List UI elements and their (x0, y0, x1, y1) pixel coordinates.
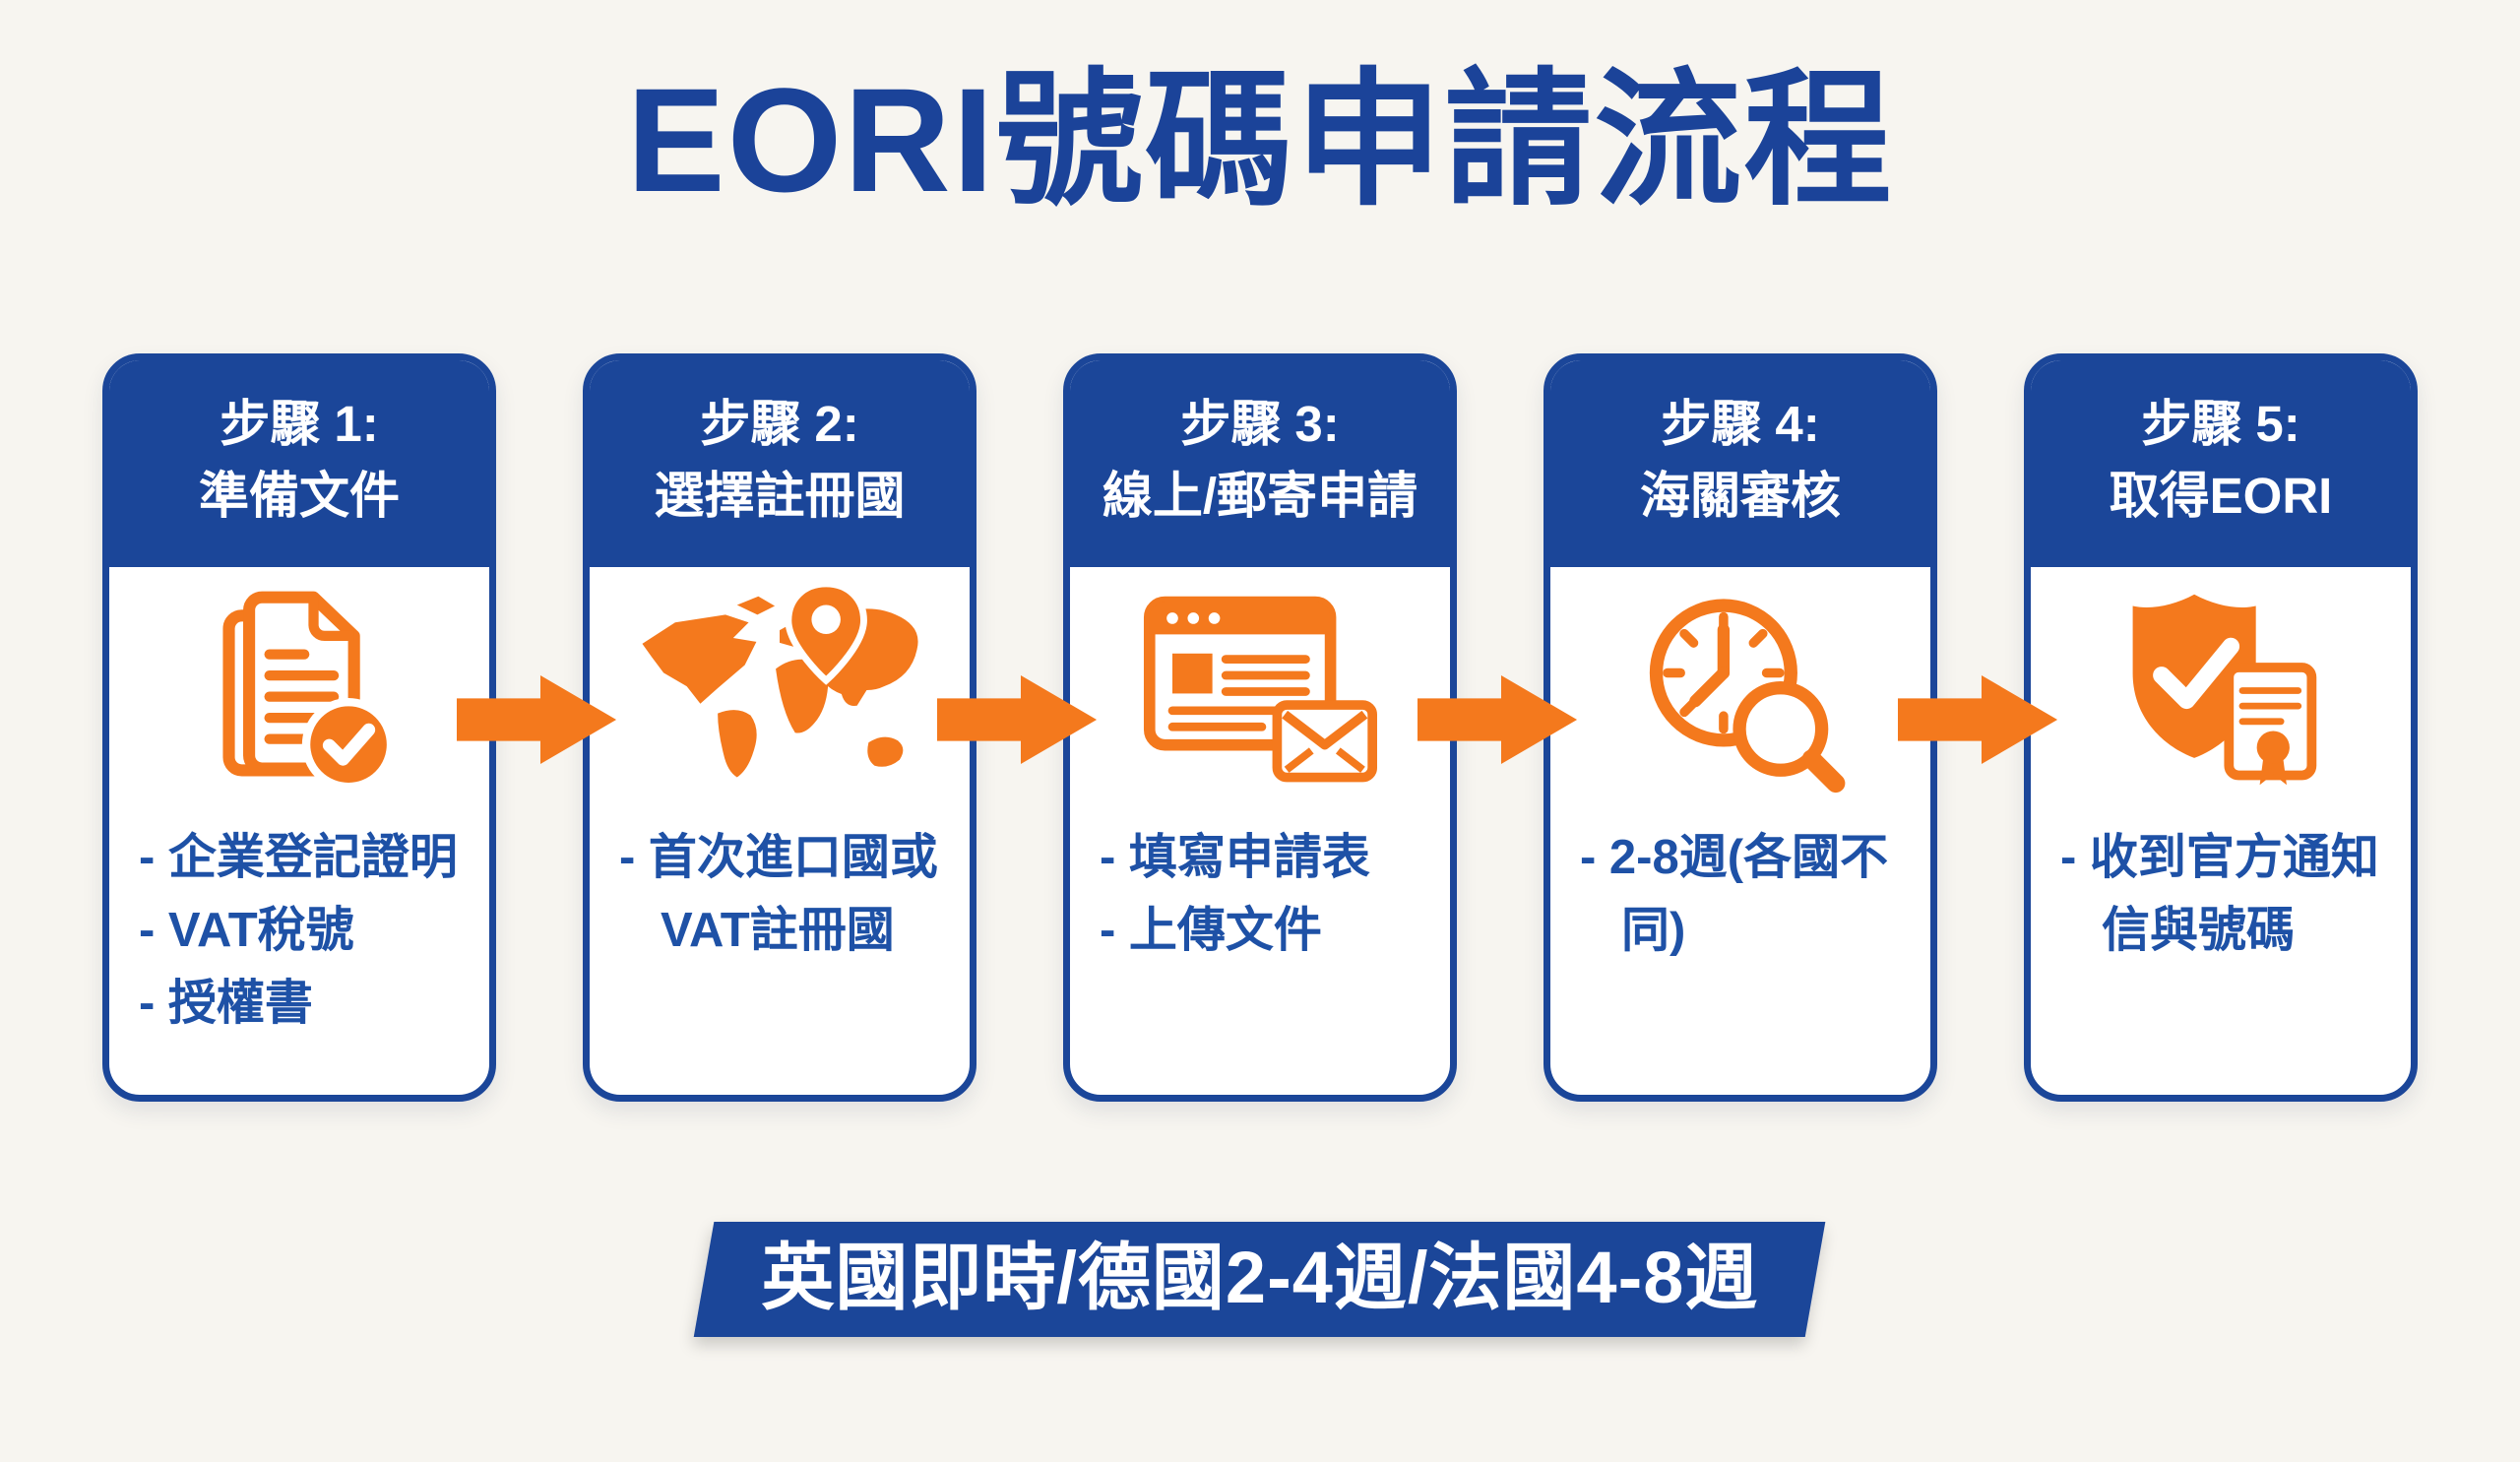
step-detail: - 上傳文件 (1100, 903, 1322, 957)
step-3-title: 線上/郵寄申請 (1102, 467, 1418, 524)
step-card-2: 步驟 2: 選擇註冊國 (583, 352, 976, 1102)
step-detail: VAT註冊國 (661, 903, 895, 957)
step-2-label: 步驟 2: (700, 396, 859, 453)
arrow-right-icon (1898, 670, 2063, 769)
world-map-pin-icon (590, 567, 970, 815)
step-5-title: 取得EORI (2109, 467, 2333, 524)
step-2-header: 步驟 2: 選擇註冊國 (590, 359, 970, 567)
step-5-details: - 收到官方通知 信與號碼 (2031, 821, 2411, 968)
step-card-5: 步驟 5: 取得EORI - 收到官方通知 信與號碼 (2024, 352, 2418, 1102)
arrow-right-icon (937, 670, 1102, 769)
documents-check-icon (109, 567, 489, 815)
step-detail: - VAT稅號 (139, 903, 354, 957)
step-3-label: 步驟 3: (1180, 396, 1340, 453)
step-3-header: 步驟 3: 線上/郵寄申請 (1070, 359, 1450, 567)
arrow-right-icon (457, 670, 622, 769)
step-4-details: - 2-8週(各國不 同) (1550, 821, 1930, 968)
step-detail: 同) (1621, 903, 1686, 957)
step-3-details: - 填寫申請表 - 上傳文件 (1070, 821, 1450, 968)
timeline-banner: 英國即時/德國2-4週/法國4-8週 (694, 1221, 1826, 1337)
step-1-label: 步驟 1: (220, 396, 379, 453)
step-4-header: 步驟 4: 海關審核 (1550, 359, 1930, 567)
step-5-label: 步驟 5: (2141, 396, 2300, 453)
step-detail: - 授權書 (139, 977, 313, 1031)
step-4-title: 海關審核 (1639, 467, 1841, 524)
step-5-header: 步驟 5: 取得EORI (2031, 359, 2411, 567)
timeline-banner-text: 英國即時/德國2-4週/法國4-8週 (761, 1236, 1759, 1318)
steps-row: 步驟 1: 準備文件 - 企業登記證明 (102, 352, 2418, 1102)
step-detail: - 填寫申請表 (1100, 830, 1370, 884)
step-detail: - 2-8週(各國不 (1580, 830, 1889, 884)
step-card-4: 步驟 4: 海關審核 (1544, 352, 1937, 1102)
step-4-label: 步驟 4: (1661, 396, 1820, 453)
step-detail: 信與號碼 (2102, 903, 2296, 957)
step-1-title: 準備文件 (198, 467, 400, 524)
clock-search-icon (1550, 567, 1930, 815)
browser-mail-icon (1070, 567, 1450, 815)
page-title: EORI號碼申請流程 (626, 57, 1894, 222)
step-2-details: - 首次進口國或 VAT註冊國 (590, 821, 970, 968)
shield-certificate-icon (2031, 567, 2411, 815)
step-card-3: 步驟 3: 線上/郵寄申請 (1063, 352, 1457, 1102)
step-1-header: 步驟 1: 準備文件 (109, 359, 489, 567)
step-card-1: 步驟 1: 準備文件 - 企業登記證明 (102, 352, 496, 1102)
step-detail: - 收到官方通知 (2060, 830, 2379, 884)
step-2-title: 選擇註冊國 (654, 467, 906, 524)
arrow-right-icon (1418, 670, 1583, 769)
step-1-details: - 企業登記證明 - VAT稅號 - 授權書 (109, 821, 489, 1041)
step-detail: - 首次進口國或 (619, 830, 938, 884)
infographic-root: EORI號碼申請流程 步驟 1: 準備文件 (0, 55, 2520, 1337)
footer-banner-wrap: 英國即時/德國2-4週/法國4-8週 (0, 1221, 2520, 1337)
step-detail: - 企業登記證明 (139, 830, 458, 884)
